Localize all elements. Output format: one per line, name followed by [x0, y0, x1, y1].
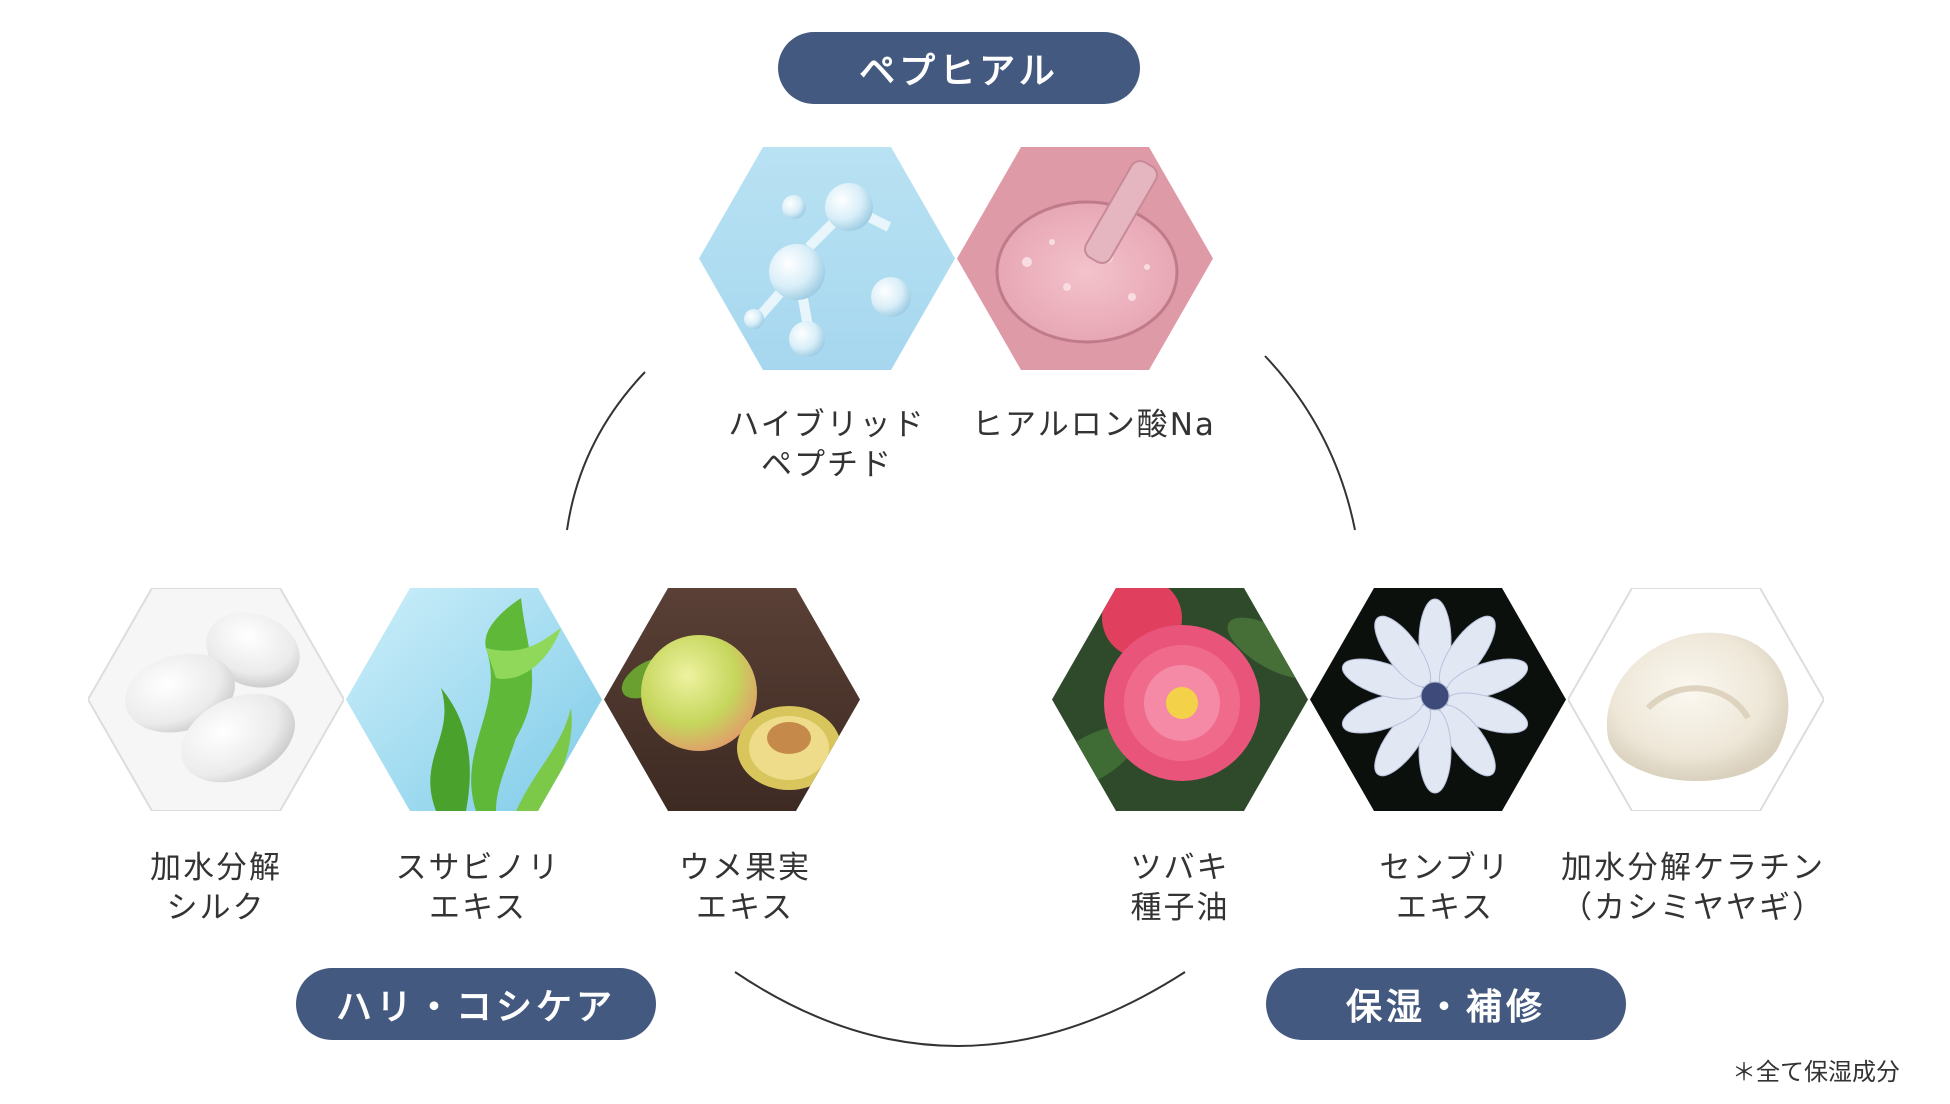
label-silk-line2: シルク [166, 890, 266, 926]
label-camellia-line1: ツバキ [1130, 850, 1230, 886]
seaweed-image [346, 588, 602, 811]
label-senburi-line1: センブリ [1379, 850, 1511, 886]
label-keratin-line1: 加水分解ケラチン [1561, 850, 1825, 886]
label-ume-line2: エキス [695, 890, 795, 926]
label-ume: ウメ果実 エキス [595, 848, 895, 928]
label-camellia: ツバキ 種子油 [1030, 848, 1330, 928]
label-senburi: センブリ エキス [1295, 848, 1595, 928]
senburi-flower-image [1310, 588, 1566, 811]
group-pill-moisture: 保湿・補修 [1266, 968, 1626, 1040]
group-label-peptide: ペプヒアル [859, 51, 1059, 92]
arc-right [1264, 355, 1356, 531]
arc-left [566, 371, 646, 531]
label-senburi-line2: エキス [1395, 890, 1495, 926]
ume-fruit-image [604, 588, 860, 811]
group-pill-peptide: ペプヒアル [778, 32, 1140, 104]
label-hybrid-peptide-line2: ペプチド [761, 447, 893, 483]
label-keratin: 加水分解ケラチン （カシミヤヤギ） [1543, 848, 1843, 928]
label-seaweed-line1: スサビノリ [395, 850, 561, 886]
label-hybrid-peptide-line1: ハイブリッド [728, 407, 926, 443]
arc-bottom [734, 971, 1186, 1047]
label-ume-line1: ウメ果実 [679, 850, 811, 886]
camellia-flower-image [1052, 588, 1308, 811]
serum-drop-image [957, 147, 1213, 370]
label-seaweed-line2: エキス [428, 890, 528, 926]
label-hyaluronic: ヒアルロン酸Na [944, 405, 1244, 445]
label-seaweed: スサビノリ エキス [328, 848, 628, 928]
label-keratin-line2: （カシミヤヤギ） [1561, 890, 1825, 926]
cashmere-wool-image [1568, 588, 1824, 811]
label-camellia-line2: 種子油 [1130, 890, 1230, 926]
footnote: ＊全て保湿成分 [1732, 1058, 1900, 1086]
group-label-moisture: 保湿・補修 [1345, 987, 1546, 1028]
label-silk: 加水分解 シルク [66, 848, 366, 928]
label-hybrid-peptide: ハイブリッド ペプチド [677, 405, 977, 485]
silk-cocoon-image [88, 588, 344, 811]
group-label-firmness: ハリ・コシケア [335, 987, 616, 1028]
molecule-image [699, 147, 955, 370]
group-pill-firmness: ハリ・コシケア [296, 968, 656, 1040]
label-hyaluronic-line1: ヒアルロン酸Na [972, 407, 1216, 443]
label-silk-line1: 加水分解 [150, 850, 282, 886]
